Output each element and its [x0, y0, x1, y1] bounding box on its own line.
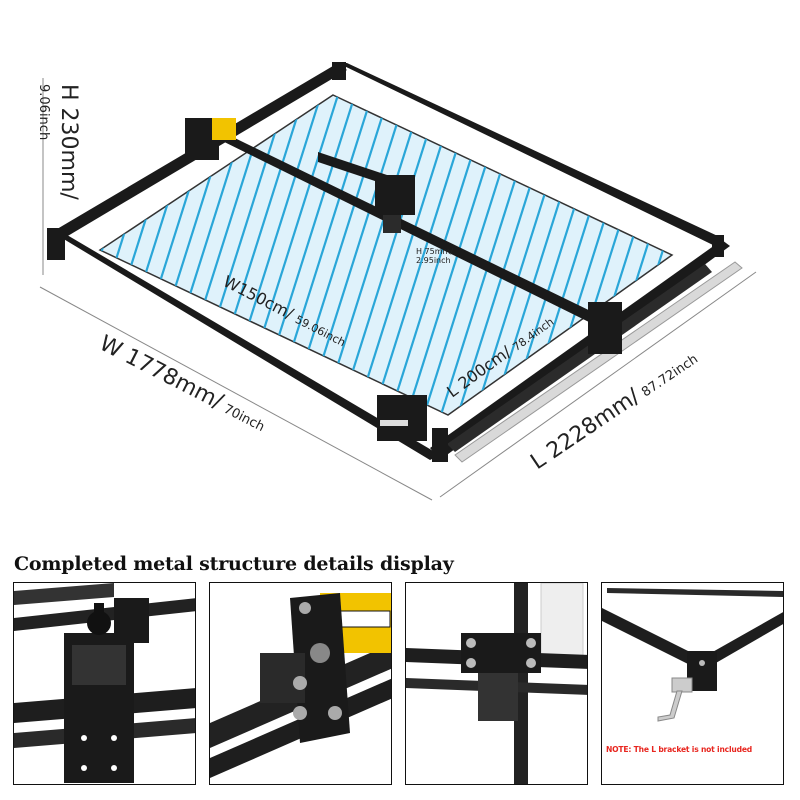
width-dimension-line — [39, 286, 433, 501]
panel-motor-bracket — [209, 582, 392, 785]
side-rail — [454, 261, 743, 463]
frame — [47, 62, 730, 462]
width-main-label: W 1778mm/ — [95, 331, 227, 415]
controller-box — [377, 395, 427, 441]
bracket-note: NOTE: The L bracket is not included — [606, 745, 753, 754]
panel-frame-corner: NOTE: The L bracket is not included — [601, 582, 784, 785]
svg-text:9.06inch: 9.06inch — [36, 84, 51, 140]
engraver-frame-diagram: H 230mm/ 9.06inch W 1778mm/ 70inch L 222… — [36, 62, 757, 501]
svg-text:H 230mm/: H 230mm/ — [56, 84, 81, 200]
laser-height-label-2: 2.95inch — [416, 256, 451, 265]
laser-height-label-1: H 75mm/ — [416, 247, 453, 256]
length-dimension-line — [439, 271, 757, 498]
panel-drag-chain-carriage — [13, 582, 196, 785]
height-sub-label: 9.06inch — [36, 84, 51, 140]
length-sub-label: 87.72inch — [639, 352, 701, 400]
panel-laser-module-mount — [405, 582, 588, 785]
work-area — [98, 94, 674, 416]
gantry-left-motor — [185, 118, 236, 160]
section-title: Completed metal structure details displa… — [14, 553, 454, 575]
height-main-label: H 230mm/ — [56, 84, 81, 200]
laser-module — [318, 152, 415, 233]
gantry-right-motor — [588, 302, 622, 354]
